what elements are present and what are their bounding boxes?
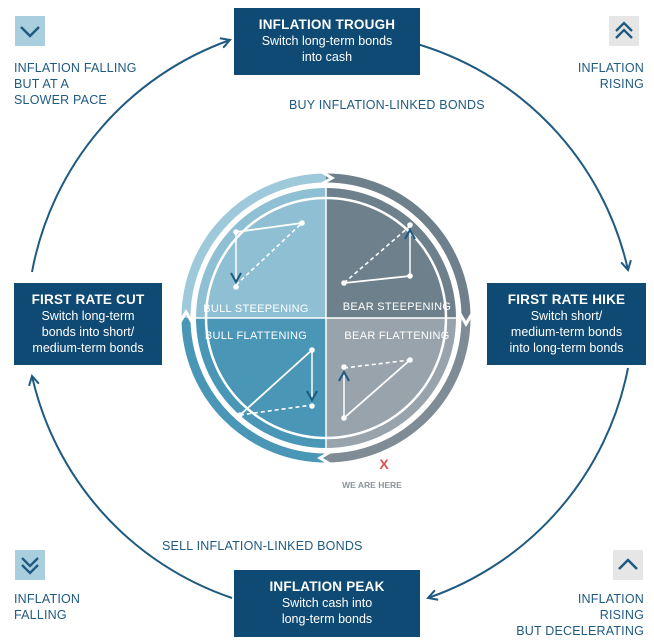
quadrant-label-bear-flattening: BEAR FLATTENING bbox=[344, 330, 449, 342]
curve-glyph-bull-flattening bbox=[237, 347, 315, 418]
arrow-trough-to-hike bbox=[409, 41, 628, 270]
ring-segment-top-left bbox=[181, 173, 327, 319]
corner-label-top-right-1: INFLATION bbox=[577, 61, 644, 75]
first-rate-cut-desc-2: bonds into short/ bbox=[41, 325, 135, 339]
double-chevron-up-icon bbox=[609, 16, 639, 46]
inflation-peak-box: INFLATION PEAK Switch cash into long-ter… bbox=[234, 570, 420, 637]
corner-label-top-right-2: RISING bbox=[599, 77, 644, 91]
quadrant-label-bull-steepening: BULL STEEPENING bbox=[203, 303, 309, 315]
corner-label-top-left: INFLATION FALLING BUT AT A SLOWER PACE bbox=[14, 60, 137, 108]
ring-chevron-right bbox=[457, 311, 475, 327]
quadrant-circle bbox=[196, 188, 456, 448]
corner-label-bottom-left-1: INFLATION bbox=[14, 592, 81, 606]
inflation-trough-desc-2: into cash bbox=[301, 50, 353, 64]
cycle-ring bbox=[177, 169, 475, 467]
first-rate-hike-desc-3: into long-term bonds bbox=[509, 341, 624, 355]
double-chevron-down-icon bbox=[15, 550, 45, 580]
corner-label-bottom-left: INFLATION FALLING bbox=[14, 591, 80, 623]
ring-chevron-top bbox=[319, 169, 335, 187]
first-rate-hike-desc-1: Switch short/ bbox=[530, 309, 603, 323]
arrow-hike-to-peak bbox=[428, 367, 629, 598]
inflation-peak-title: INFLATION PEAK bbox=[269, 579, 385, 594]
corner-label-bottom-right-2: RISING bbox=[599, 608, 644, 622]
ring-chevron-bottom bbox=[317, 449, 333, 467]
curve-glyph-bear-steepening bbox=[341, 222, 413, 286]
corner-label-bottom-right-3: BUT DECELERATING bbox=[516, 624, 644, 638]
first-rate-hike-desc-2: medium-term bonds bbox=[510, 325, 623, 339]
ring-chevron-left bbox=[177, 309, 195, 325]
ring-segment-top-right bbox=[325, 173, 471, 319]
we-are-here-marker: X bbox=[379, 456, 389, 472]
chevron-down-icon bbox=[15, 16, 45, 46]
corner-label-bottom-right-1: INFLATION bbox=[577, 592, 644, 606]
corner-label-bottom-right: INFLATION RISING BUT DECELERATING bbox=[516, 591, 644, 639]
first-rate-cut-desc-3: medium-term bonds bbox=[32, 341, 144, 355]
corner-label-bottom-left-2: FALLING bbox=[14, 608, 67, 622]
we-are-here-label: WE ARE HERE bbox=[342, 480, 402, 490]
inflation-peak-desc-2: long-term bonds bbox=[281, 612, 373, 626]
inflation-trough-title: INFLATION TROUGH bbox=[258, 17, 396, 32]
quadrant-label-bear-steepening: BEAR STEEPENING bbox=[343, 301, 451, 313]
arc-label-sell-linkers: SELL INFLATION-LINKED BONDS bbox=[162, 539, 363, 553]
inflation-trough-desc-1: Switch long-term bonds bbox=[261, 34, 393, 48]
first-rate-hike-title: FIRST RATE HIKE bbox=[507, 292, 626, 307]
corner-label-top-right: INFLATION RISING bbox=[578, 60, 644, 92]
corner-label-top-left-2: BUT AT A bbox=[14, 77, 70, 91]
quadrant-label-bull-flattening: BULL FLATTENING bbox=[205, 330, 307, 342]
first-rate-cut-title: FIRST RATE CUT bbox=[31, 292, 145, 307]
arc-label-buy-linkers: BUY INFLATION-LINKED BONDS bbox=[289, 98, 485, 112]
first-rate-hike-box: FIRST RATE HIKE Switch short/ medium-ter… bbox=[487, 283, 646, 365]
ring-segment-bottom-right bbox=[325, 317, 471, 463]
inflation-trough-box: INFLATION TROUGH Switch long-term bonds … bbox=[234, 8, 420, 75]
first-rate-cut-desc-1: Switch long-term bbox=[41, 309, 135, 323]
ring-segment-bottom-left bbox=[181, 317, 327, 463]
arrow-cut-to-trough bbox=[31, 40, 230, 273]
quadrant-bear-steepening bbox=[326, 188, 456, 318]
curve-glyph-bull-steepening bbox=[234, 220, 305, 290]
quadrant-bull-steepening bbox=[196, 188, 326, 318]
chevron-up-icon bbox=[613, 550, 643, 580]
quadrant-bear-flattening bbox=[326, 318, 456, 448]
corner-label-top-left-3: SLOWER PACE bbox=[14, 93, 107, 107]
inflation-peak-desc-1: Switch cash into bbox=[281, 596, 373, 610]
first-rate-cut-box: FIRST RATE CUT Switch long-term bonds in… bbox=[14, 283, 162, 365]
corner-label-top-left-1: INFLATION FALLING bbox=[14, 61, 137, 75]
arrow-peak-to-cut bbox=[32, 376, 233, 599]
curve-glyph-bear-flattening bbox=[342, 357, 413, 421]
quadrant-bull-flattening bbox=[196, 318, 326, 448]
